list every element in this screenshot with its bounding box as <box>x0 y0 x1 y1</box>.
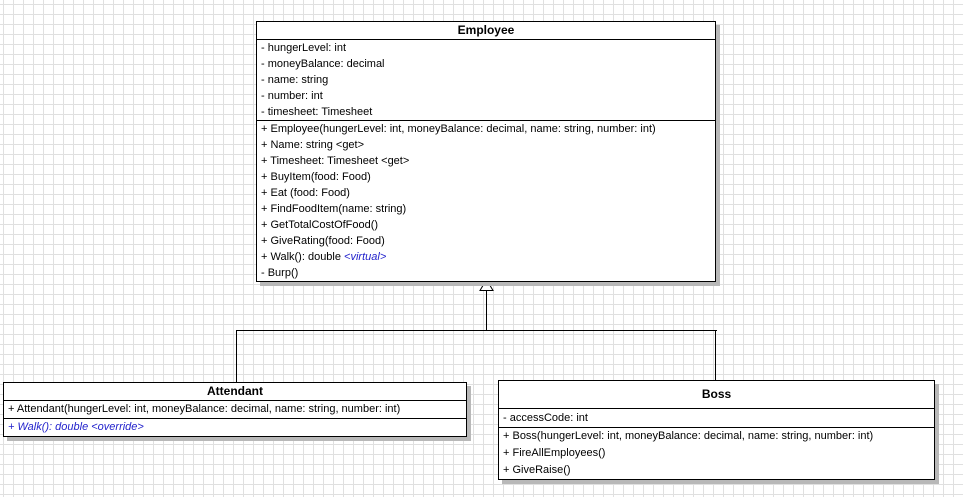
class-title-attendant: Attendant <box>4 383 466 401</box>
method-row: + BuyItem(food: Food) <box>261 171 371 183</box>
method-row: + GiveRating(food: Food) <box>261 235 385 247</box>
attribute-row: - number: int <box>261 90 323 102</box>
attribute-row: - moneyBalance: decimal <box>261 58 385 70</box>
method-row: + Timesheet: Timesheet <get> <box>261 155 410 167</box>
method-row: + GiveRaise() <box>503 464 571 476</box>
boss-attributes-section: - accessCode: int <box>499 409 934 428</box>
method-row: + Employee(hungerLevel: int, moneyBalanc… <box>261 123 656 135</box>
inheritance-connector-crossbar[interactable] <box>236 330 717 331</box>
inheritance-connector-stem[interactable] <box>486 291 487 331</box>
method-row-walk-virtual: + Walk(): double <virtual> <box>257 249 715 265</box>
method-row: + Eat (food: Food) <box>261 187 350 199</box>
method-row-walk-override: + Walk(): double <override> <box>8 421 144 433</box>
method-row: + FireAllEmployees() <box>503 447 606 459</box>
class-box-attendant[interactable]: Attendant + Attendant(hungerLevel: int, … <box>3 382 467 437</box>
class-box-boss[interactable]: Boss - accessCode: int + Boss(hungerLeve… <box>498 380 935 480</box>
method-row: + GetTotalCostOfFood() <box>261 219 379 231</box>
boss-methods-section: + Boss(hungerLevel: int, moneyBalance: d… <box>499 428 934 479</box>
attendant-override-section: + Walk(): double <override> <box>4 419 466 436</box>
method-text: + Walk(): double <box>261 251 345 263</box>
employee-methods-section: + Employee(hungerLevel: int, moneyBalanc… <box>257 121 715 281</box>
inheritance-triangle-icon[interactable] <box>479 279 494 292</box>
inheritance-connector-boss-drop[interactable] <box>715 331 716 380</box>
virtual-annotation: <virtual> <box>344 251 387 263</box>
method-row: - Burp() <box>261 267 299 279</box>
method-row: + Boss(hungerLevel: int, moneyBalance: d… <box>503 430 874 442</box>
attribute-row: - timesheet: Timesheet <box>261 106 373 118</box>
class-title-employee: Employee <box>257 22 715 40</box>
attendant-constructor-section: + Attendant(hungerLevel: int, moneyBalan… <box>4 401 466 419</box>
method-row: + Attendant(hungerLevel: int, moneyBalan… <box>8 403 401 415</box>
method-row: + Name: string <get> <box>261 139 365 151</box>
class-box-employee[interactable]: Employee - hungerLevel: int - moneyBalan… <box>256 21 716 282</box>
employee-attributes-section: - hungerLevel: int - moneyBalance: decim… <box>257 40 715 121</box>
attribute-row: - hungerLevel: int <box>261 42 346 54</box>
attribute-row: - name: string <box>261 74 329 86</box>
attribute-row: - accessCode: int <box>503 412 588 424</box>
class-title-boss: Boss <box>499 381 934 409</box>
method-row: + FindFoodItem(name: string) <box>261 203 407 215</box>
inheritance-connector-attendant-drop[interactable] <box>236 331 237 382</box>
